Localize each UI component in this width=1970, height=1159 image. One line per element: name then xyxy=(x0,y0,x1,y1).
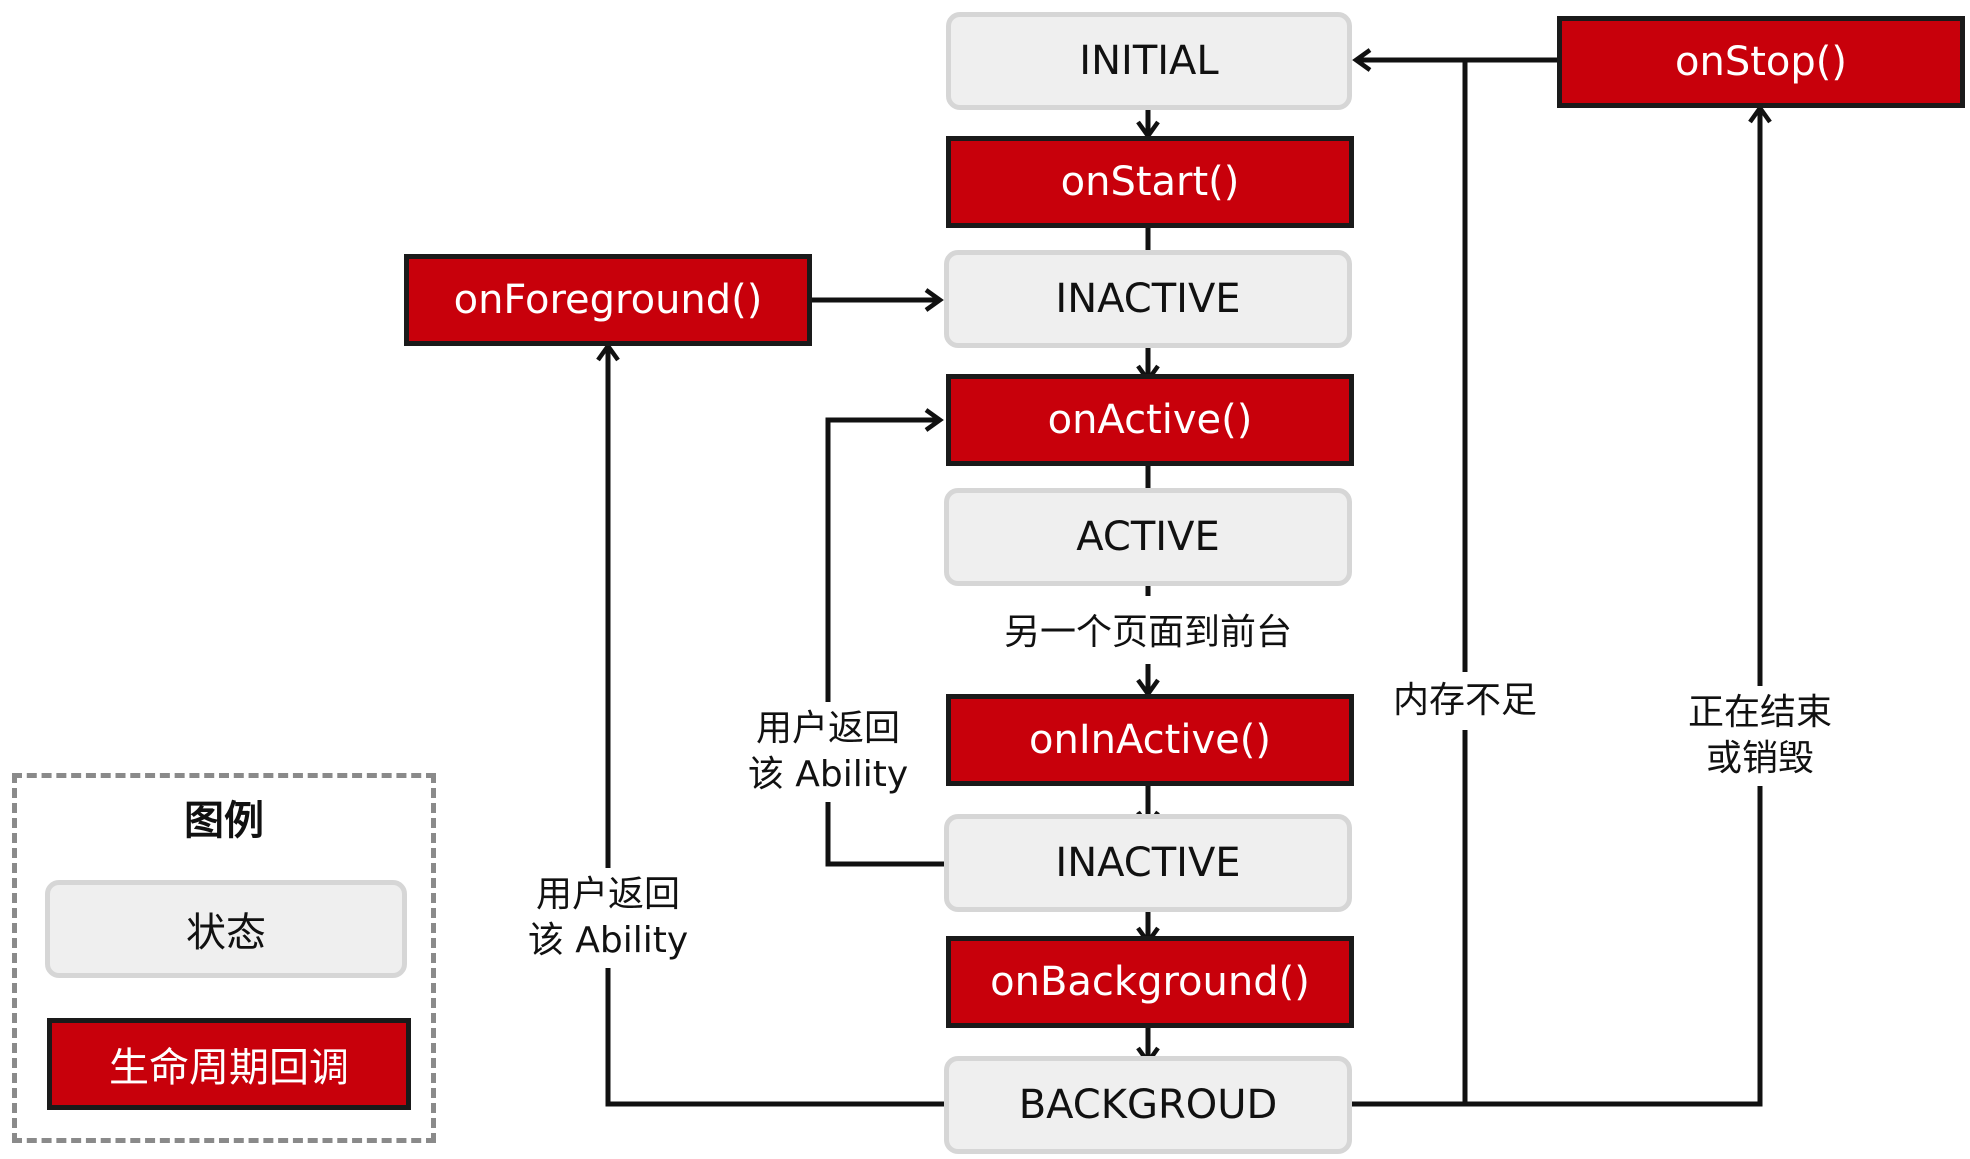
callback-onstop-label: onStop() xyxy=(1675,39,1847,85)
legend-state-label: 状态 xyxy=(186,910,266,956)
callback-onbackground: onBackground() xyxy=(946,936,1354,1028)
legend-state-swatch: 状态 xyxy=(45,880,407,978)
label-user-return-onforeground-line2: 该 Ability xyxy=(527,920,689,961)
state-active-label: ACTIVE xyxy=(1076,514,1220,560)
label-ending: 正在结束 或销毁 xyxy=(1680,686,1840,786)
state-initial: INITIAL xyxy=(946,12,1352,110)
label-user-return-onactive-line1: 用户返回 xyxy=(755,708,900,749)
label-ending-line2: 或销毁 xyxy=(1705,738,1814,779)
callback-onforeground: onForeground() xyxy=(404,254,812,346)
label-low-memory-text: 内存不足 xyxy=(1392,680,1537,721)
callback-onforeground-label: onForeground() xyxy=(453,277,763,323)
state-active: ACTIVE xyxy=(944,488,1352,586)
label-user-return-onforeground: 用户返回 该 Ability xyxy=(520,868,696,968)
legend-callback-label: 生命周期回调 xyxy=(109,1045,349,1091)
state-inactive-label: INACTIVE xyxy=(1055,276,1241,322)
label-another-page-front-text: 另一个页面到前台 xyxy=(1003,612,1292,653)
callback-onbackground-label: onBackground() xyxy=(990,959,1310,1005)
arrow-return-to-onforeground xyxy=(596,342,944,1107)
callback-onstart: onStart() xyxy=(946,136,1354,228)
callback-onstart-label: onStart() xyxy=(1060,159,1240,205)
label-ending-line1: 正在结束 xyxy=(1687,692,1832,733)
state-initial-label: INITIAL xyxy=(1079,38,1219,84)
label-user-return-onactive-line2: 该 Ability xyxy=(747,754,909,795)
label-low-memory: 内存不足 xyxy=(1385,672,1545,730)
label-user-return-onactive: 用户返回 该 Ability xyxy=(740,702,916,802)
state-inactive: INACTIVE xyxy=(944,250,1352,348)
legend-title: 图例 xyxy=(184,798,264,844)
state-inactive-second-label: INACTIVE xyxy=(1055,840,1241,886)
callback-onactive: onActive() xyxy=(946,374,1354,466)
arrow-background-to-onstop xyxy=(1352,104,1772,1107)
legend-callback-swatch: 生命周期回调 xyxy=(47,1018,411,1110)
callback-onstop: onStop() xyxy=(1557,16,1965,108)
callback-onactive-label: onActive() xyxy=(1047,397,1253,443)
arrow-return-to-onactive xyxy=(825,408,944,867)
label-another-page-front: 另一个页面到前台 xyxy=(980,604,1316,662)
state-inactive-second: INACTIVE xyxy=(944,814,1352,912)
callback-oninactive: onInActive() xyxy=(946,694,1354,786)
state-background: BACKGROUD xyxy=(944,1056,1352,1154)
label-user-return-onforeground-line1: 用户返回 xyxy=(535,874,680,915)
legend: 图例 状态 生命周期回调 xyxy=(12,773,436,1143)
state-background-label: BACKGROUD xyxy=(1018,1082,1278,1128)
callback-oninactive-label: onInActive() xyxy=(1029,717,1271,763)
